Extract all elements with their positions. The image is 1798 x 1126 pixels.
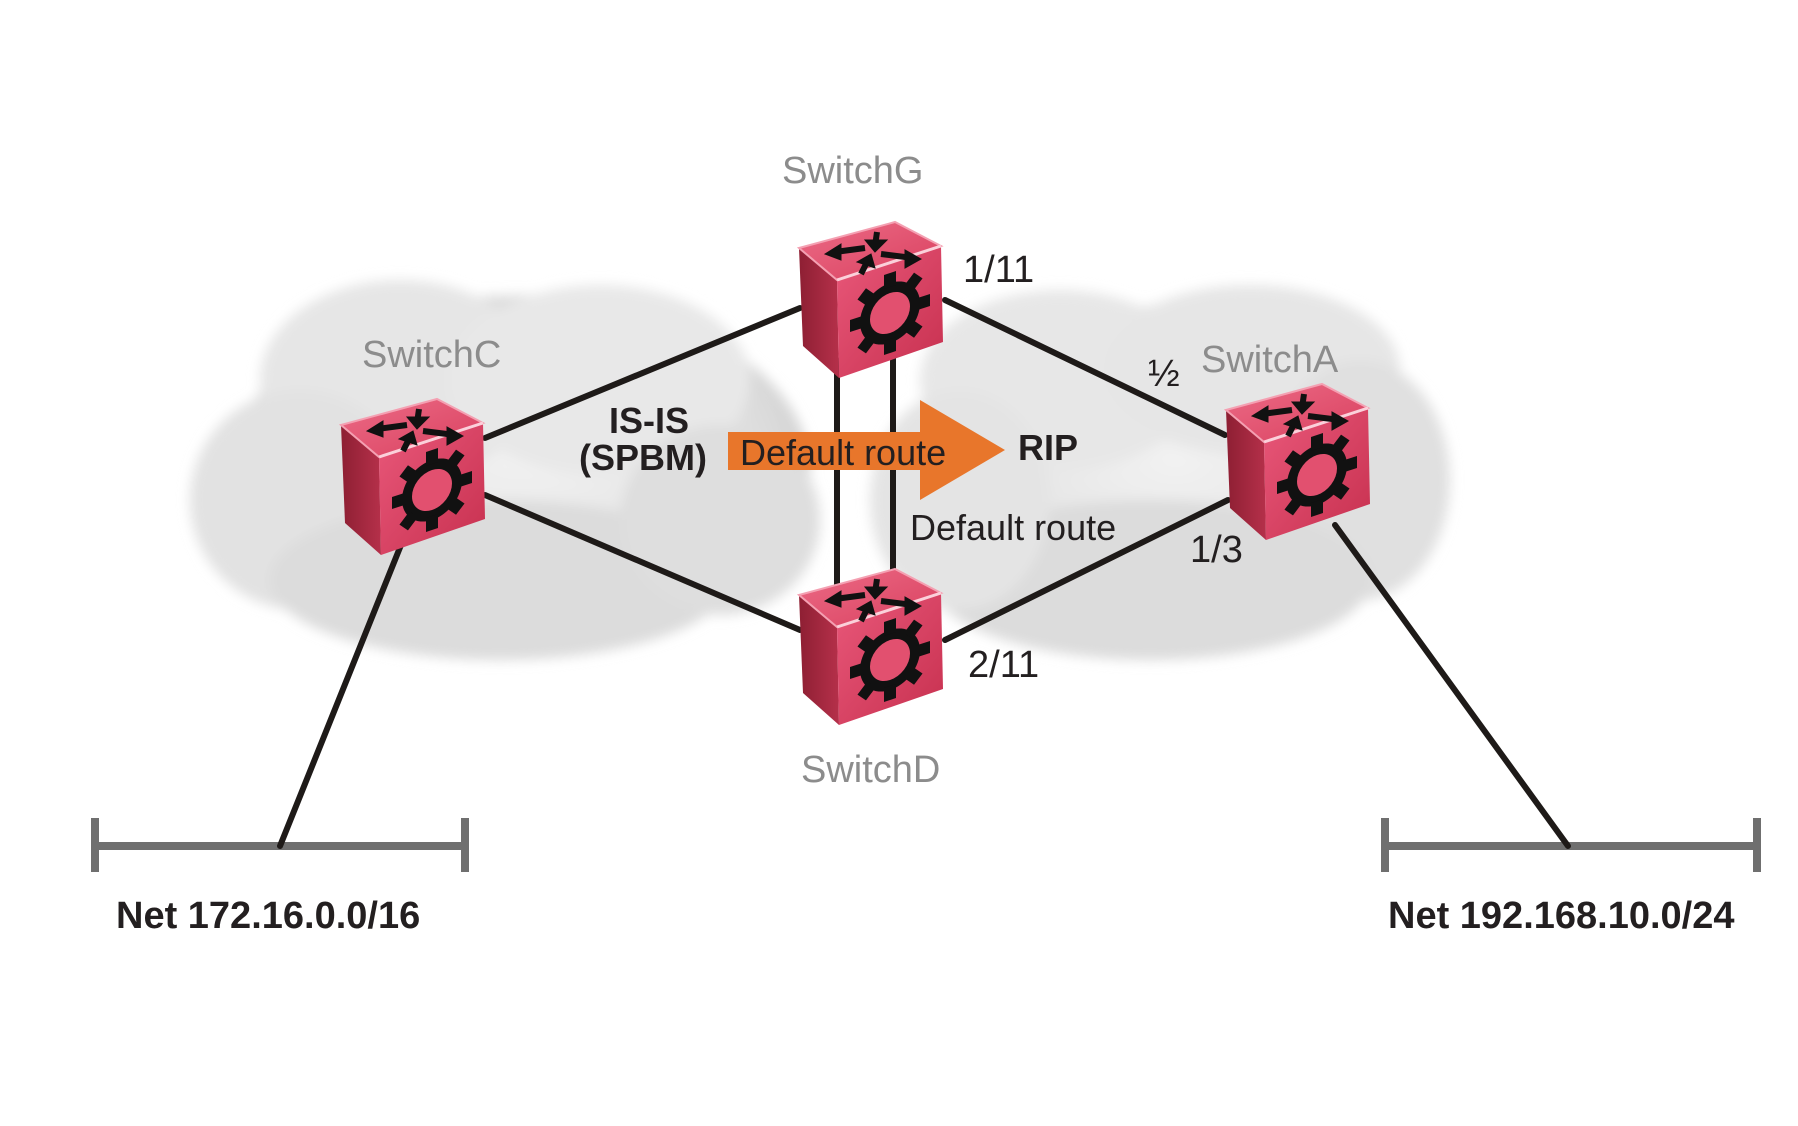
net-right-label: Net 192.168.10.0/24: [1388, 895, 1735, 937]
link-c-g: [482, 305, 803, 441]
switch-icon: [799, 569, 943, 725]
net-left-label: Net 172.16.0.0/16: [116, 895, 420, 937]
link-c-net: [277, 532, 408, 849]
port-d-a: 2/11: [968, 644, 1039, 686]
switch-g[interactable]: [799, 222, 943, 378]
switch-c-label: SwitchC: [362, 334, 501, 376]
switch-icon: [799, 222, 943, 378]
net-segment-right: [1381, 818, 1761, 872]
default-route-arrow-label: Default route: [740, 432, 946, 473]
link-d-a: [942, 497, 1231, 643]
links: [277, 297, 1571, 849]
switch-a-label: SwitchA: [1201, 339, 1339, 381]
port-a-d: 1/3: [1190, 529, 1243, 571]
default-route-label: Default route: [910, 507, 1116, 548]
default-route-arrow: Default route: [728, 400, 1005, 500]
rip-cloud: [870, 285, 1450, 660]
link-a-net: [1332, 522, 1571, 849]
port-g-a: 1/11: [963, 249, 1034, 291]
port-a-g: ½: [1148, 353, 1180, 395]
link-c-d: [482, 492, 803, 633]
switch-d[interactable]: [799, 569, 943, 725]
switch-d-label: SwitchD: [801, 749, 940, 791]
isis-cloud: [190, 280, 820, 660]
link-g-a: [942, 297, 1228, 438]
switch-g-label: SwitchG: [782, 150, 923, 192]
isis-label: IS-IS: [609, 400, 689, 441]
rip-label: RIP: [1018, 427, 1078, 468]
spbm-label: (SPBM): [579, 437, 707, 478]
